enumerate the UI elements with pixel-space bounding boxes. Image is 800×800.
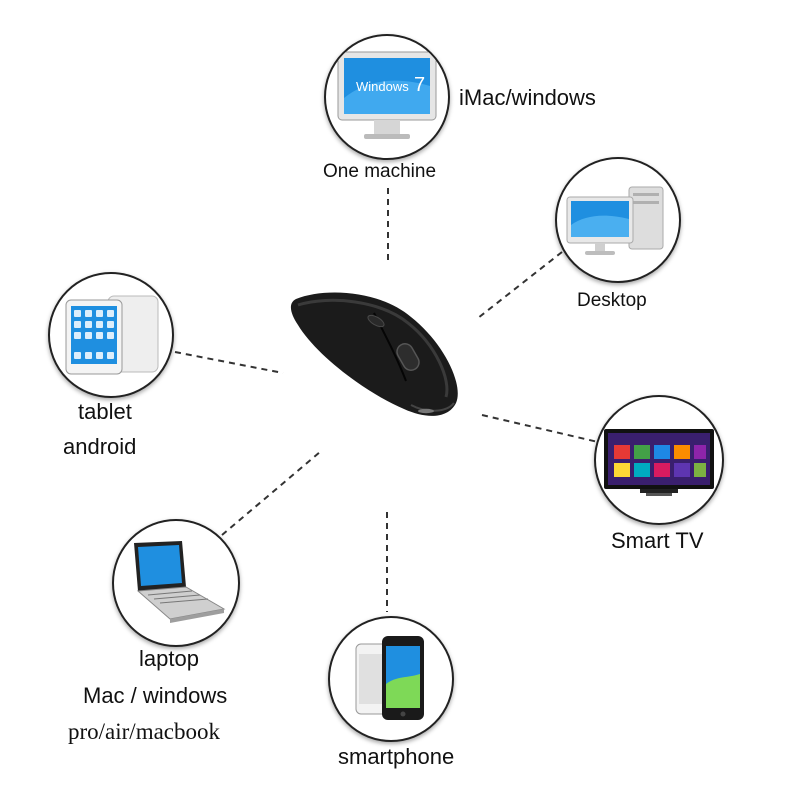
tablet-caption-line1: tablet <box>78 399 132 424</box>
smart-tv-node <box>594 395 724 525</box>
tablet-node <box>48 272 174 398</box>
imac-caption: iMac/windows <box>459 85 596 110</box>
smart-tv-icon <box>604 429 714 496</box>
connector-desktop <box>477 251 563 319</box>
desktop-caption: Desktop <box>577 290 647 311</box>
imac-icon: Windows 7 <box>337 51 437 139</box>
imac-screen-brand: Windows <box>356 79 409 94</box>
smartphone-node <box>328 616 454 742</box>
laptop-caption-line2: Mac / windows <box>83 683 228 708</box>
smartphone-caption: smartphone <box>338 744 455 769</box>
smart-tv-caption: Smart TV <box>611 528 704 553</box>
wireless-mouse-icon <box>290 292 458 416</box>
desktop-computer-icon <box>566 186 664 255</box>
laptop-caption-line1: laptop <box>139 646 199 671</box>
imac-subcaption: One machine <box>323 161 437 182</box>
tablet-icon <box>65 295 159 375</box>
smartphone-icon <box>355 636 424 720</box>
imac-screen-number: 7 <box>414 74 425 96</box>
tablet-caption-line2: android <box>63 434 137 459</box>
connector-smart-tv <box>481 414 599 443</box>
laptop-caption-line3: pro/air/macbook <box>68 719 221 744</box>
laptop-icon <box>134 541 226 623</box>
imac-node: Windows 7 <box>324 34 450 160</box>
connector-tablet <box>174 351 284 374</box>
laptop-node <box>112 519 240 647</box>
desktop-node <box>555 157 681 283</box>
